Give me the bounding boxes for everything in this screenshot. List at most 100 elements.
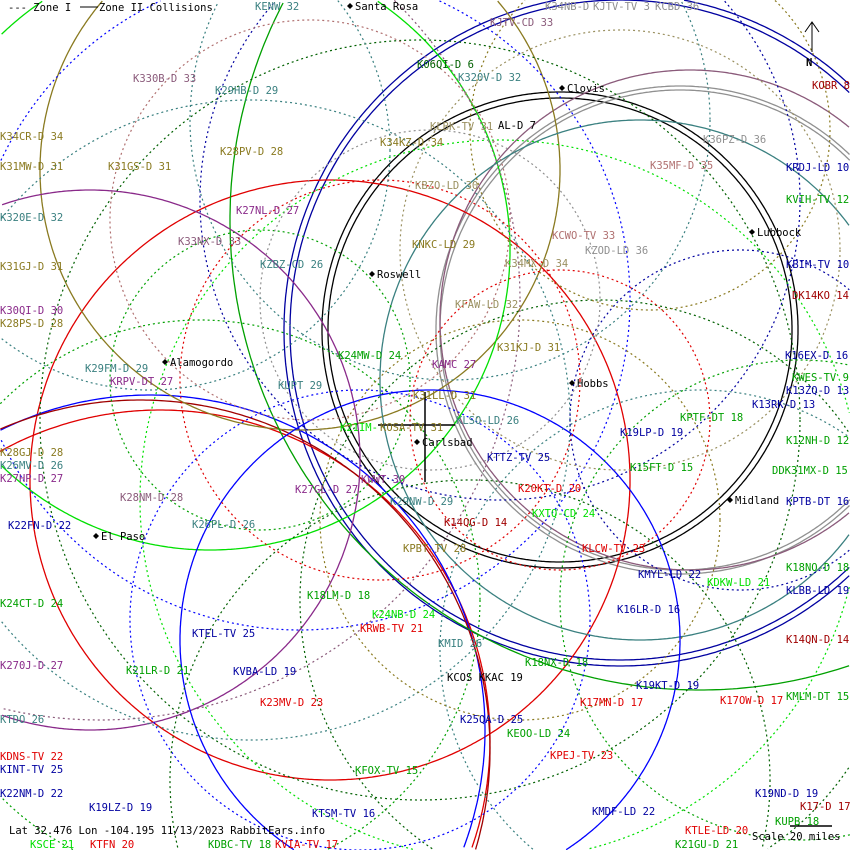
station-label[interactable]: KLBB-LD 19 (786, 585, 849, 597)
station-label[interactable]: K28GJ-D 28 (0, 447, 63, 459)
station-label[interactable]: KDKW-LD 21 (707, 577, 770, 589)
station-label[interactable]: KFOX-TV 15 (355, 765, 418, 777)
station-label[interactable]: KMDF-LD 22 (592, 806, 655, 818)
station-label[interactable]: K35MF-D 35 (650, 160, 713, 172)
station-label[interactable]: K23MV-D 23 (260, 697, 323, 709)
station-label[interactable]: K19LP-D 19 (620, 427, 683, 439)
station-label[interactable]: KNKC-LD 29 (412, 239, 475, 251)
station-label[interactable]: KOBR 8 (812, 80, 850, 92)
station-label[interactable]: K19LZ-D 19 (89, 802, 152, 814)
station-label[interactable]: K31GJ-D 31 (0, 261, 63, 273)
station-label[interactable]: K21GU-D 21 (675, 839, 738, 850)
station-label[interactable]: K14QN-D 14 (786, 634, 849, 646)
station-label[interactable]: KMYL-LD 22 (638, 569, 701, 581)
station-label[interactable]: K26PL-D 26 (192, 519, 255, 531)
station-label[interactable]: K29HB-D 29 (215, 85, 278, 97)
station-label[interactable]: KCWO-TV 33 (552, 230, 615, 242)
station-label[interactable]: K26MV-D 26 (0, 460, 63, 472)
station-label[interactable]: KTDO 26 (0, 714, 44, 726)
station-label[interactable]: K17OW-D 17 (720, 695, 783, 707)
station-label[interactable]: K31KJ-D 31 (497, 342, 560, 354)
station-label[interactable]: K24NB-D 24 (372, 609, 435, 621)
station-label[interactable]: K19KT-D 19 (636, 680, 699, 692)
station-label[interactable]: K27NL-D 27 (236, 205, 299, 217)
station-label[interactable]: K20KT-D 20 (518, 483, 581, 495)
station-label[interactable]: K13ZQ-D 13 (786, 385, 849, 397)
station-label[interactable]: KOSA-TV 31 (380, 422, 443, 434)
station-label[interactable]: K18NO-D 18 (786, 562, 849, 574)
station-label[interactable]: KDBC-TV 18 (208, 839, 271, 850)
station-label[interactable]: KPBT-TV 28 (403, 543, 466, 555)
station-label[interactable]: KJTV-CD 33 (490, 17, 553, 29)
station-label[interactable]: K29FM-D 29 (85, 363, 148, 375)
station-label[interactable]: K15FT-D 15 (630, 462, 693, 474)
station-label[interactable]: KXTQ-CD 24 (532, 508, 595, 520)
station-label[interactable]: KCBD 36 (655, 1, 699, 13)
station-label[interactable]: K30QI-D 30 (0, 305, 63, 317)
station-label[interactable]: KBIM-TV 10 (786, 259, 849, 271)
station-label[interactable]: KZBZ-CD 26 (260, 259, 323, 271)
station-label[interactable]: KVIA-TV 17 (275, 839, 338, 850)
station-label[interactable]: K29NW-D 29 (390, 496, 453, 508)
station-label[interactable]: K34CR-D 34 (0, 131, 63, 143)
station-label[interactable]: K19ND-D 19 (755, 788, 818, 800)
station-label[interactable]: KPTB-DT 16 (786, 496, 849, 508)
station-label[interactable]: KTLE-LD 20 (685, 825, 748, 837)
station-label[interactable]: K320E-D 32 (0, 212, 63, 224)
station-label[interactable]: K31MW-D 31 (0, 161, 63, 173)
station-label[interactable]: K13RK-D 13 (752, 399, 815, 411)
station-label[interactable]: KFAW-LD 32 (455, 299, 518, 311)
station-label[interactable]: K21IM- (340, 422, 378, 434)
station-label[interactable]: K12NH-D 12 (786, 435, 849, 447)
station-label[interactable]: KJTV-TV 3 (593, 1, 650, 13)
station-label[interactable]: K24MW-D 24 (338, 350, 401, 362)
station-label[interactable]: K27GL-D 27 (295, 484, 358, 496)
station-label[interactable]: K18NX-D 18 (525, 657, 588, 669)
station-label[interactable]: KLBK-TV 31 (430, 121, 493, 133)
station-label[interactable]: K27HP-D 27 (0, 473, 63, 485)
station-label[interactable]: K16EX-D 16 (785, 350, 848, 362)
station-label[interactable]: KUPB 18 (775, 816, 819, 828)
station-label[interactable]: KWWT 30 (361, 474, 405, 486)
station-label[interactable]: KMLM-DT 15 (786, 691, 849, 703)
station-label[interactable]: DK14KO 14 (792, 290, 849, 302)
station-label[interactable]: KINT-TV 25 (0, 764, 63, 776)
station-label[interactable]: K31GS-D 31 (108, 161, 171, 173)
station-label[interactable]: K34NB-D (545, 1, 589, 13)
station-label[interactable]: KWES-TV 9 (792, 372, 849, 384)
station-label[interactable]: K14QG-D 14 (444, 517, 507, 529)
station-label[interactable]: K17MN-D 17 (580, 697, 643, 709)
station-label[interactable]: K22FN-D 22 (8, 520, 71, 532)
station-label[interactable]: KSCE 21 (30, 839, 74, 850)
station-label[interactable]: KLCW-TV 23 (582, 543, 645, 555)
station-label[interactable]: K25QA-D 25 (460, 714, 523, 726)
station-label[interactable]: KEOO-LD 24 (507, 728, 570, 740)
station-label[interactable]: K31LL-D 31 (413, 390, 476, 402)
station-label[interactable]: KPEJ-TV 23 (550, 750, 613, 762)
station-label[interactable]: KENW 32 (255, 1, 299, 13)
station-label[interactable]: AL-D 7 (498, 120, 536, 132)
station-label[interactable]: K21LR-D 21 (126, 665, 189, 677)
station-label[interactable]: K16LR-D 16 (617, 604, 680, 616)
station-label[interactable]: KTEL-TV 25 (192, 628, 255, 640)
station-label[interactable]: K34MX-D 34 (505, 258, 568, 270)
station-label[interactable]: K270J-D 27 (0, 660, 63, 672)
station-label[interactable]: K06QI-D 6 (417, 59, 474, 71)
station-label[interactable]: KRPV-DT 27 (110, 376, 173, 388)
station-label[interactable]: K320V-D 32 (458, 72, 521, 84)
station-label[interactable]: KTTZ-TV 25 (487, 452, 550, 464)
station-label[interactable]: K28PV-D 28 (220, 146, 283, 158)
station-label[interactable]: KDNS-TV 22 (0, 751, 63, 763)
station-label[interactable]: KRDJ-LD 10 (786, 162, 849, 174)
station-label[interactable]: KCOS KKAC 19 (447, 672, 523, 684)
station-label[interactable]: KTSM-TV 16 (312, 808, 375, 820)
station-label[interactable]: DDK31MX-D 15 (772, 465, 848, 477)
station-label[interactable]: KVBA-LD 19 (233, 666, 296, 678)
station-label[interactable]: K17-D 17 (800, 801, 850, 813)
station-label[interactable]: K28NM-D 28 (120, 492, 183, 504)
station-label[interactable]: K36PZ-D 36 (703, 134, 766, 146)
station-label[interactable]: KAMC 27 (432, 359, 476, 371)
station-label[interactable]: KPTF-DT 18 (680, 412, 743, 424)
